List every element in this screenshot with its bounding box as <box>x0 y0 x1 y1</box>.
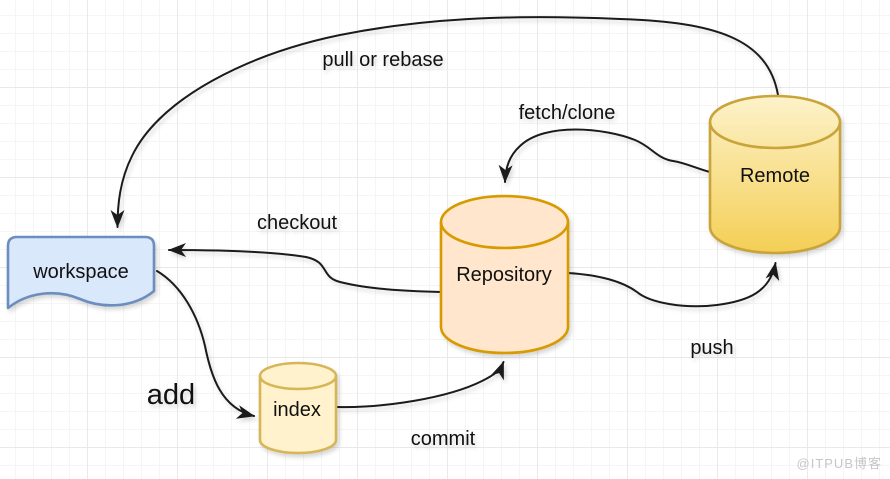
edge-labels-layer: pull or rebase fetch/clone checkout add … <box>147 49 734 450</box>
remote-label: Remote <box>740 165 810 187</box>
nodes-layer: workspace Repository Remote index <box>6 94 842 455</box>
edge-checkout <box>168 243 442 293</box>
node-remote: Remote <box>708 94 842 255</box>
node-index: index <box>258 361 338 455</box>
edge-label-push: push <box>690 337 733 359</box>
node-workspace: workspace <box>6 235 156 310</box>
repository-cylinder-rim <box>439 221 570 250</box>
edge-add <box>156 270 255 419</box>
edge-label-add: add <box>147 379 195 411</box>
repository-label: Repository <box>456 264 552 286</box>
node-repository: Repository <box>439 194 570 355</box>
edge-push <box>567 262 780 308</box>
edge-label-fetch-clone: fetch/clone <box>519 102 616 124</box>
repository-cylinder-shape <box>439 194 570 355</box>
watermark: @ITPUB博客 <box>796 456 882 471</box>
edge-commit <box>335 361 505 409</box>
edge-fetch-clone <box>498 128 711 183</box>
edge-label-checkout: checkout <box>257 212 337 234</box>
workspace-label: workspace <box>32 261 129 283</box>
workspace-document-shape <box>6 235 156 310</box>
edge-label-commit: commit <box>411 428 476 450</box>
edge-pull-or-rebase <box>110 16 779 228</box>
remote-cylinder-shape <box>708 94 842 255</box>
remote-cylinder-rim <box>708 121 842 150</box>
index-cylinder-rim <box>258 375 338 391</box>
edges-layer <box>110 16 780 419</box>
index-label: index <box>273 399 321 421</box>
edge-label-pull-or-rebase: pull or rebase <box>322 49 443 71</box>
index-cylinder-shape <box>258 361 338 455</box>
